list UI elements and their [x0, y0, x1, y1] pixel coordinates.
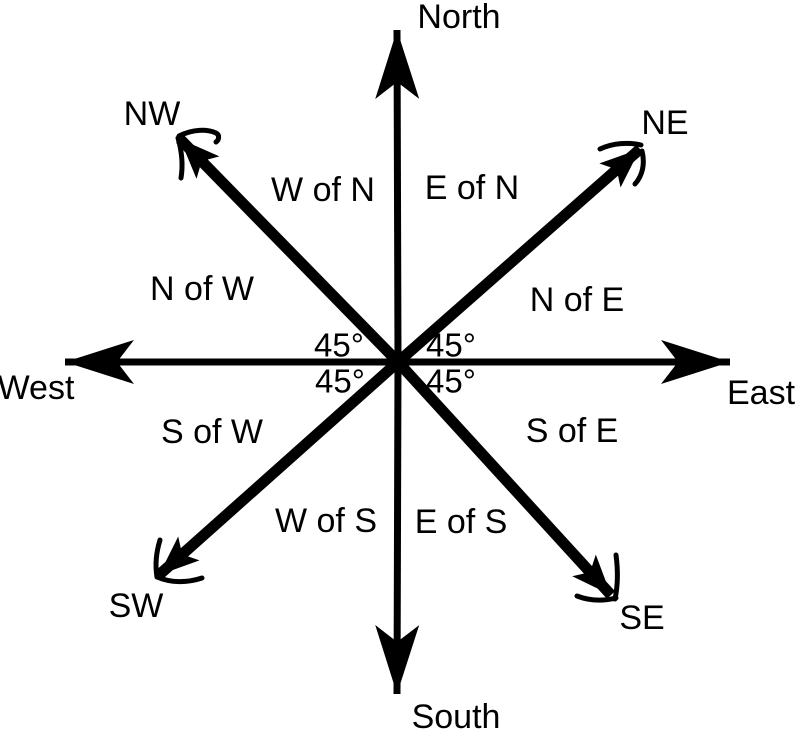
angle-label-lower-left: 45°: [315, 362, 365, 400]
south-arrow: [375, 361, 420, 695]
southeast-arrow: [393, 358, 616, 599]
angle-label-upper-left: 45°: [314, 326, 364, 364]
north-label: North: [417, 0, 501, 36]
octant-label-w-of-s: W of S: [274, 502, 378, 540]
northeast-label: NE: [641, 104, 689, 142]
octant-label-e-of-n: E of N: [424, 169, 520, 207]
south-label: South: [411, 698, 501, 736]
octant-label-n-of-w: N of W: [150, 270, 254, 308]
southeast-label: SE: [619, 599, 665, 637]
angle-label-lower-right: 45°: [426, 362, 476, 400]
northeast-arrow: [394, 144, 644, 367]
west-label: West: [0, 369, 75, 407]
octant-label-s-of-e: S of E: [525, 412, 619, 450]
hand-drawn-arrowhead-marks: [153, 127, 646, 603]
southwest-arrow: [155, 357, 402, 580]
octant-label-w-of-n: W of N: [271, 171, 375, 209]
east-label: East: [726, 374, 796, 412]
northwest-arrow: [176, 135, 402, 366]
angle-label-upper-right: 45°: [426, 326, 476, 364]
octant-label-n-of-e: N of E: [529, 281, 625, 319]
octant-label-s-of-w: S of W: [160, 413, 264, 451]
north-arrow: [375, 29, 420, 363]
octant-label-e-of-s: E of S: [414, 503, 508, 541]
southwest-label: SW: [108, 587, 164, 625]
northwest-label: NW: [123, 95, 181, 133]
